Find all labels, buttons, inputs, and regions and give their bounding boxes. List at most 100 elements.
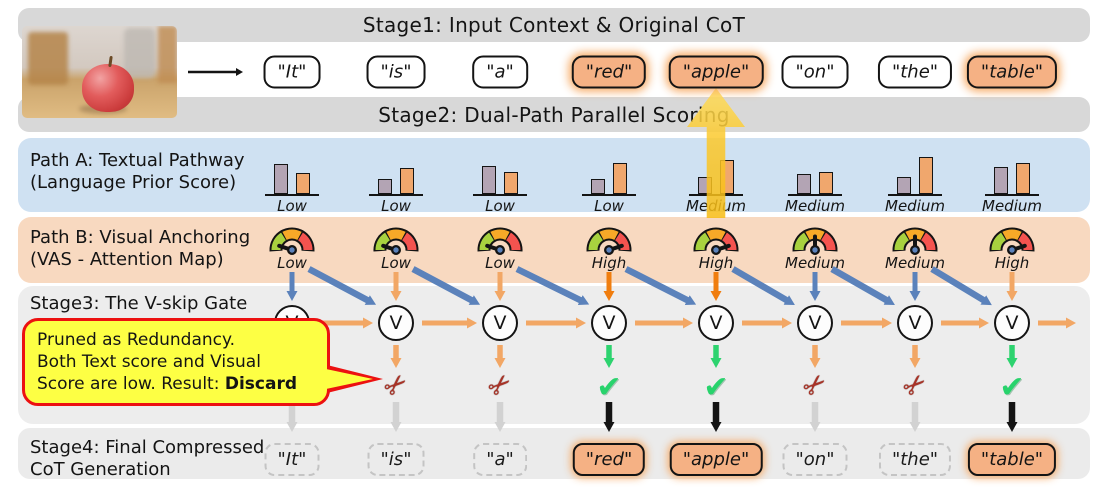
token-box: "red" — [571, 55, 647, 89]
stage1-title: Stage1: Input Context & Original CoT — [362, 13, 746, 37]
v-gate-icon: V — [994, 305, 1030, 341]
gray-bar — [897, 176, 911, 194]
final-token-box: "is" — [367, 443, 425, 476]
final-token-box: "red" — [572, 443, 646, 476]
gauge-icon — [269, 227, 315, 255]
scissors-icon: ✂ — [893, 366, 937, 406]
gauge-icon — [373, 227, 419, 255]
check-icon: ✔ — [694, 370, 738, 406]
v-gate-icon: V — [897, 305, 933, 341]
bubble-line3: Score are low. Result: Discard — [37, 373, 315, 395]
final-token-box: "apple" — [669, 443, 763, 476]
chart-baseline — [369, 193, 423, 196]
check-glyph: ✔ — [999, 370, 1025, 405]
chart-baseline — [788, 193, 842, 196]
path-a-score-label: Medium — [885, 197, 945, 215]
gauge-icon — [989, 227, 1035, 255]
stage4-label-line1: Stage4: Final Compressed — [30, 437, 265, 458]
bubble-line2: Both Text score and Visual — [37, 352, 261, 373]
path-b-label: Path B: Visual Anchoring (VAS - Attentio… — [30, 227, 250, 271]
scissors-glyph: ✂ — [481, 366, 519, 405]
scissors-icon: ✂ — [793, 366, 837, 406]
bar-chart-icon — [369, 154, 423, 196]
bubble-tail-fill — [326, 369, 373, 389]
stage4-label: Stage4: Final Compressed CoT Generation — [30, 437, 264, 481]
token-box: "apple" — [668, 55, 764, 89]
gray-bar — [274, 163, 288, 194]
bubble-line1: Pruned as Redundancy. — [37, 330, 236, 350]
path-b-score-label: High — [994, 254, 1030, 272]
gauge-icon — [792, 227, 838, 255]
gauge-icon-wrap — [887, 219, 943, 257]
bar-chart-icon — [788, 154, 842, 196]
v-gate-icon: V — [378, 305, 414, 341]
orange-bar — [504, 171, 518, 194]
bar-chart-icon — [888, 154, 942, 196]
gauge-icon-wrap — [984, 219, 1040, 257]
gauge-icon-wrap — [472, 219, 528, 257]
path-a-label-line1: Path A: Textual Pathway — [30, 150, 245, 171]
path-b-score-label: High — [591, 254, 627, 272]
orange-bar — [819, 171, 833, 194]
path-b-score-label: High — [698, 254, 734, 272]
path-a-score-label: Medium — [785, 197, 845, 215]
v-gate-icon: V — [591, 305, 627, 341]
check-glyph: ✔ — [703, 370, 729, 405]
stage4-label-line2: CoT Generation — [30, 458, 171, 480]
gray-bar — [591, 178, 605, 194]
token-box: "the" — [877, 55, 953, 89]
gray-bar — [378, 178, 392, 194]
final-token-box: "It" — [264, 443, 320, 476]
gauge-icon — [586, 227, 632, 255]
stage1-band: Stage1: Input Context & Original CoT — [18, 8, 1090, 42]
path-b-score-label: Medium — [785, 254, 845, 272]
v-gate-icon: V — [797, 305, 833, 341]
stage3-title: Stage3: The V-skip Gate — [30, 293, 248, 314]
path-a-label-line2: (Language Prior Score) — [30, 171, 237, 193]
final-token-box: "on" — [782, 443, 848, 476]
token-box: "is" — [366, 55, 426, 89]
apple-fruit — [82, 63, 135, 112]
path-a-score-label: Low — [381, 197, 411, 215]
bar-chart-icon — [582, 154, 636, 196]
path-a-label: Path A: Textual Pathway (Language Prior … — [30, 150, 245, 194]
gauge-icon-wrap — [368, 219, 424, 257]
gauge-icon-wrap — [264, 219, 320, 257]
path-a-score-label: Low — [277, 197, 307, 215]
bar-chart-icon — [473, 154, 527, 196]
chart-baseline — [888, 193, 942, 196]
token-box: "a" — [472, 55, 528, 89]
orange-bar — [919, 156, 933, 194]
path-b-score-label: Low — [381, 254, 411, 272]
path-a-band — [18, 138, 1090, 212]
gauge-icon-wrap — [688, 219, 744, 257]
gauge-icon-wrap — [787, 219, 843, 257]
gauge-icon — [477, 227, 523, 255]
v-gate-icon: V — [698, 305, 734, 341]
bar-chart-icon — [985, 154, 1039, 196]
orange-bar — [296, 172, 310, 194]
check-glyph: ✔ — [596, 370, 622, 405]
stage2-title: Stage2: Dual-Path Parallel Scoring — [378, 102, 730, 127]
apple-image — [22, 26, 177, 118]
chair-blur — [28, 31, 69, 85]
path-a-score-label: Low — [485, 197, 515, 215]
final-token-box: "the" — [878, 443, 952, 476]
token-box: "It" — [263, 55, 321, 89]
bar-chart-icon — [265, 154, 319, 196]
scissors-icon: ✂ — [478, 366, 522, 406]
orange-bar — [613, 162, 627, 194]
v-gate-icon: V — [482, 305, 518, 341]
bubble-line3-text: Score are low. Result: — [37, 374, 225, 395]
gray-bar — [797, 173, 811, 194]
gauge-icon-wrap — [581, 219, 637, 257]
path-b-score-label: Low — [277, 254, 307, 272]
token-box: "on" — [781, 55, 849, 89]
final-token-box: "a" — [473, 443, 527, 476]
path-b-score-label: Low — [485, 254, 515, 272]
gray-bar — [482, 165, 496, 194]
path-a-score-label: Low — [594, 197, 624, 215]
stage4-band — [18, 428, 1090, 479]
check-icon: ✔ — [990, 370, 1034, 406]
